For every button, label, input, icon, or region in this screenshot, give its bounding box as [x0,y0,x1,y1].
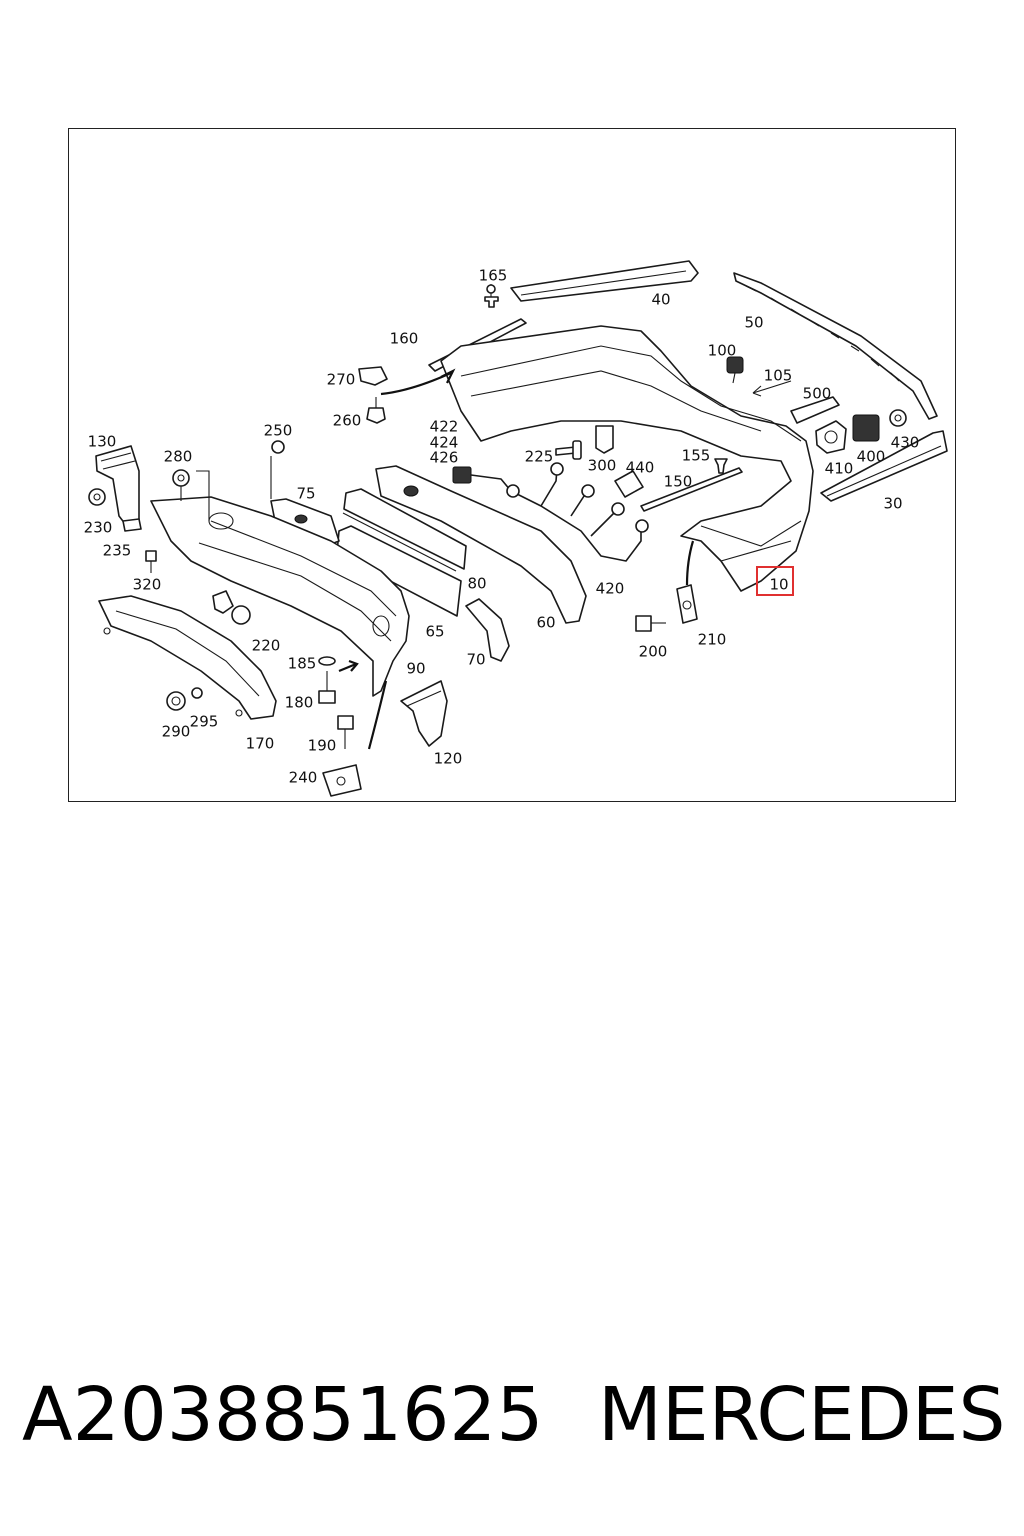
callout-label-260: 260 [333,412,362,430]
part-130-bracket [95,445,140,530]
part-50-molding [733,272,938,420]
part-250-washer [270,440,285,499]
callout-label-170: 170 [246,735,275,753]
part-80-foam-block [343,488,467,570]
callout-label-430: 430 [891,434,920,452]
part-440-connector [614,470,644,498]
callout-label-400: 400 [857,448,886,466]
callout-label-120: 120 [434,750,463,768]
part-120-bracket [400,680,448,747]
part-180-bolt [318,671,336,704]
part-30-side-strip [820,430,948,502]
callout-label-240: 240 [289,769,318,787]
part-270-clip [358,366,388,386]
highlight-box-part-10 [756,566,794,596]
part-100-sensor [726,356,744,384]
callout-label-40: 40 [651,291,670,309]
callout-label-185: 185 [288,655,317,673]
callout-label-10: 10 [769,576,788,594]
callout-label-250: 250 [264,422,293,440]
callout-label-70: 70 [466,651,485,669]
callout-label-426: 426 [430,449,459,467]
part-210-bracket [676,584,698,624]
part-400-sensor-housing [852,414,880,442]
part-220-plug [212,590,251,625]
callout-label-225: 225 [525,448,554,466]
callout-label-130: 130 [88,433,117,451]
callout-label-440: 440 [626,459,655,477]
part-200-screw [635,615,666,632]
part-240-clip [322,764,362,797]
part-170-reinforcement [98,595,277,720]
callout-label-190: 190 [308,737,337,755]
part-290-nut [166,691,186,711]
callout-label-235: 235 [103,542,132,560]
callout-label-75: 75 [296,485,315,503]
callout-label-410: 410 [825,460,854,478]
callout-label-160: 160 [390,330,419,348]
callout-label-180: 180 [285,694,314,712]
callout-label-424: 424 [430,434,459,452]
part-300-clip [595,425,614,454]
part-295-washer [191,687,203,699]
callout-label-165: 165 [479,267,508,285]
callout-label-100: 100 [708,342,737,360]
callout-label-50: 50 [744,314,763,332]
callout-label-90: 90 [406,660,425,678]
part-185-washer [318,656,336,666]
part-60-absorber [375,465,587,624]
part-320-pin [145,550,157,573]
callout-label-30: 30 [883,495,902,513]
part-280-nut [172,469,210,521]
callout-label-422: 422 [430,418,459,436]
part-40-trim-strip [510,260,699,302]
part-10-bumper-cover [440,325,814,592]
part-430-ring [889,409,907,427]
part-155-clip [714,458,728,474]
callout-label-200: 200 [639,643,668,661]
callout-label-295: 295 [190,713,219,731]
callout-label-500: 500 [803,385,832,403]
callout-label-210: 210 [698,631,727,649]
part-230-grommet [88,488,106,506]
callout-label-280: 280 [164,448,193,466]
part-150-strip [640,467,743,512]
callout-label-420: 420 [596,580,625,598]
part-500-bracket [790,396,840,424]
brand-name: MERCEDES [598,1372,1006,1458]
callout-label-270: 270 [327,371,356,389]
part-90-carrier [150,496,410,697]
part-165-clip [484,284,499,308]
callout-label-290: 290 [162,723,191,741]
callout-label-300: 300 [588,457,617,475]
part-420-wiring-harness [452,462,649,562]
part-235-clip [122,518,142,532]
callout-label-230: 230 [84,519,113,537]
callout-label-220: 220 [252,637,281,655]
callout-label-320: 320 [133,576,162,594]
callout-label-60: 60 [536,614,555,632]
callout-label-65: 65 [425,623,444,641]
callout-label-105: 105 [764,367,793,385]
part-70-end-piece [465,598,510,662]
part-number: A2038851625 [22,1372,544,1458]
part-410-bracket [815,420,847,454]
part-260-screw [366,397,386,424]
part-225-bolt [555,440,582,460]
part-105-arrow [752,380,792,397]
callout-label-150: 150 [664,473,693,491]
part-190-screw [337,715,354,749]
callout-label-155: 155 [682,447,711,465]
callout-label-80: 80 [467,575,486,593]
